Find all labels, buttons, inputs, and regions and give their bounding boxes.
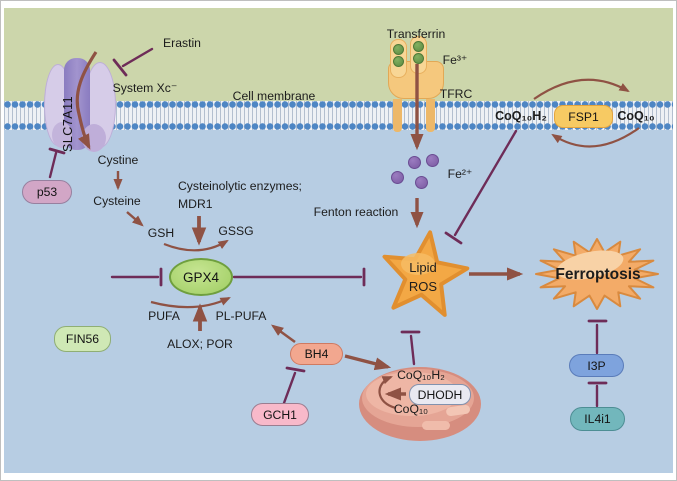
lipid-ros-line2: ROS	[408, 279, 438, 294]
lipid-ros-label: Lipid ROS	[409, 258, 437, 296]
bh4-label: BH4	[304, 347, 329, 361]
enzymes-line1: Cysteinolytic enzymes;	[178, 179, 302, 193]
fe2-ion	[391, 171, 404, 184]
il4i1-label: IL4i1	[584, 412, 611, 426]
alox-por-label: ALOX; POR	[167, 337, 233, 351]
transporter-bump-right	[82, 124, 106, 152]
mito-coq10h2-label: CoQ₁₀H₂	[397, 368, 445, 382]
slc7a11-transporter	[44, 56, 116, 152]
fsp1-label: FSP1	[568, 109, 599, 124]
pl-pufa-label: PL-PUFA	[215, 309, 267, 323]
slc7a11-label: SLC7A11	[61, 95, 75, 152]
tfrc-label: TFRC	[439, 87, 473, 101]
mito-coq10-label: CoQ₁₀	[393, 402, 429, 416]
cell-membrane-label: Cell membrane	[232, 89, 316, 103]
tfrc-stalk-right	[426, 99, 435, 132]
erastin-label: Erastin	[163, 36, 201, 50]
il4i1-node: IL4i1	[570, 407, 625, 431]
fenton-reaction-label: Fenton reaction	[313, 205, 399, 219]
enzymes-line2: MDR1	[178, 197, 213, 211]
fe2-ion	[408, 156, 421, 169]
fe3-ball	[413, 41, 424, 52]
bh4-node: BH4	[290, 343, 343, 365]
cystine-label: Cystine	[97, 153, 139, 167]
gpx4-label: GPX4	[182, 269, 220, 285]
lipid-ros-star	[382, 230, 470, 317]
fe3-label: Fe³⁺	[442, 53, 468, 67]
gch1-label: GCH1	[263, 407, 297, 422]
fe3-ball	[413, 53, 424, 64]
ferroptosis-label: Ferroptosis	[555, 266, 641, 283]
fe2-label: Fe²⁺	[447, 167, 473, 181]
gch1-node: GCH1	[251, 403, 309, 426]
lipid-ros-line1: Lipid	[409, 260, 437, 275]
fsp1-node: FSP1	[554, 105, 613, 128]
transporter-bump-left	[52, 122, 72, 148]
system-xc-label: System Xc⁻	[112, 81, 178, 95]
p53-node: p53	[22, 180, 72, 204]
transferrin-label: Transferrin	[386, 27, 446, 41]
fin56-node: FIN56	[54, 326, 111, 352]
p53-label: p53	[36, 185, 58, 199]
fe3-ball	[393, 56, 404, 67]
membrane-coq10-label: CoQ₁₀	[617, 109, 655, 123]
fe2-ion	[415, 176, 428, 189]
fe2-ion	[426, 154, 439, 167]
gssg-label: GSSG	[218, 224, 254, 238]
fe3-ball	[393, 44, 404, 55]
fin56-label: FIN56	[65, 332, 100, 346]
gpx4-node: GPX4	[169, 258, 233, 296]
gsh-label: GSH	[147, 226, 175, 240]
ferroptosis-burst	[535, 238, 659, 310]
dhodh-label: DHODH	[417, 387, 463, 402]
dhodh-node: DHODH	[409, 384, 471, 405]
cysteinolytic-enzymes-label: Cysteinolytic enzymes; MDR1	[178, 177, 302, 213]
membrane-coq10h2-label: CoQ₁₀H₂	[495, 109, 547, 123]
tfrc-stalk-left	[393, 99, 402, 132]
i3p-node: I3P	[569, 354, 624, 377]
cysteine-label: Cysteine	[93, 194, 141, 208]
pufa-label: PUFA	[148, 309, 180, 323]
i3p-label: I3P	[587, 358, 606, 373]
